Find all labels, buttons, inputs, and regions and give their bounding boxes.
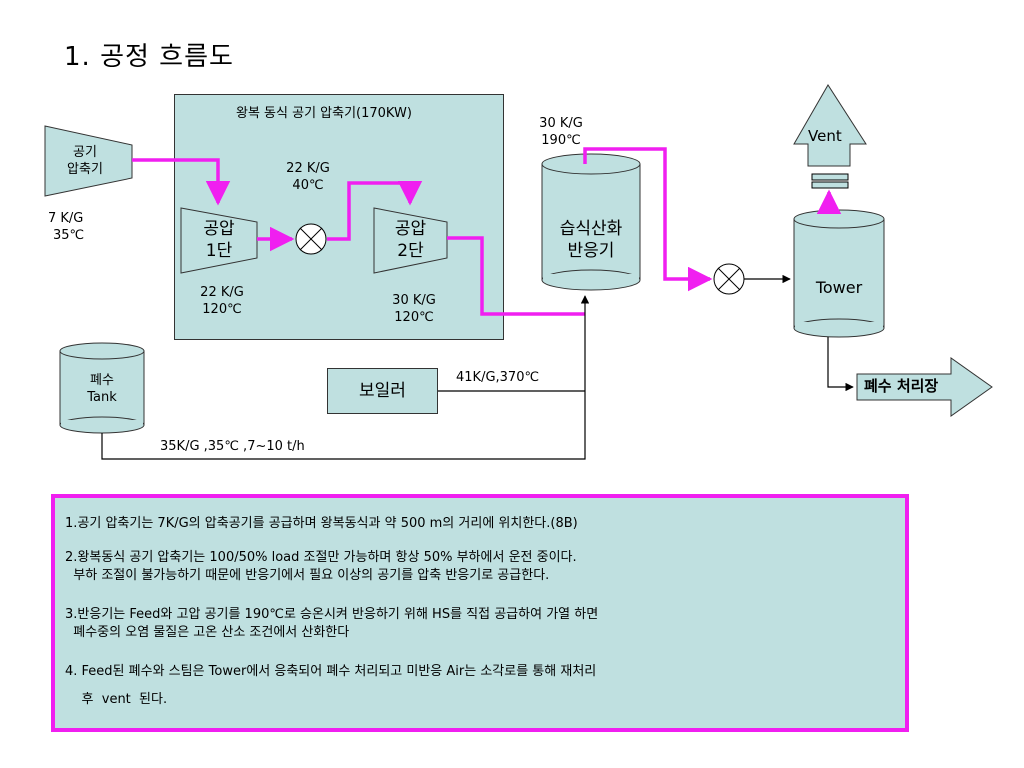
mid-pressure: 22 K/G [286, 161, 330, 176]
feed-line [101, 295, 590, 460]
reactor-outlet-line [583, 147, 713, 292]
reactor-vessel-shape [541, 153, 641, 291]
boiler-condition-label: 41K/G,370℃ [456, 370, 540, 385]
stage2-compressor-shape [373, 207, 448, 274]
wastewater-tank-shape [59, 342, 145, 434]
tower-vessel-shape [793, 209, 885, 338]
reactor-temperature: 190℃ [541, 133, 581, 148]
reactor-pressure: 30 K/G [539, 116, 583, 131]
note-3-line1: 3.반응기는 Feed와 고압 공기를 190℃로 승온시켜 반응하기 위해 H… [65, 607, 599, 622]
air-compressor-label: 공기 압축기 [45, 144, 125, 178]
wastewater-tank-label-line2: Tank [87, 390, 117, 405]
inlet-pressure: 7 K/G [48, 211, 84, 226]
vent-damper-icon [811, 173, 849, 189]
heat-exchanger-1-icon [295, 223, 327, 255]
note-3-line2: 폐수중의 오염 물질은 고온 산소 조건에서 산화한다 [65, 625, 350, 640]
note-4-line1: 4. Feed된 폐수와 스팀은 Tower에서 응축되어 폐수 처리되고 미반… [65, 664, 597, 679]
feed-condition-label: 35K/G ,35℃ ,7~10 t/h [160, 439, 305, 454]
reactor-label: 습식산화 반응기 [542, 218, 640, 262]
stage1-label-line2: 1단 [205, 241, 233, 261]
wastewater-tank-label-line1: 폐수 [90, 373, 114, 388]
mid-condition-label: 22 K/G 40℃ [272, 160, 344, 194]
vent-arrow-shape [793, 84, 867, 167]
compressor-area-label: 왕복 동식 공기 압축기(170KW) [236, 106, 412, 121]
air-line-hx-to-stage2 [327, 180, 423, 241]
stage2-temperature: 120℃ [394, 310, 434, 325]
boiler-box [327, 368, 438, 414]
stage2-label-line2: 2단 [397, 241, 424, 261]
stage2-condition-label: 30 K/G 120℃ [378, 292, 450, 326]
stage1-compressor-shape [180, 207, 258, 274]
stage1-temperature: 120℃ [202, 302, 242, 317]
stage1-label: 공압 1단 [181, 218, 257, 262]
air-line-stage2-to-reactor [447, 236, 585, 316]
stage2-label-line1: 공압 [394, 219, 427, 239]
mid-temperature: 40℃ [292, 178, 324, 193]
stage2-label: 공압 2단 [374, 218, 447, 262]
wastewater-treatment-label: 폐수 처리장 [864, 377, 939, 395]
note-1: 1.공기 압축기는 7K/G의 압축공기를 공급하며 왕복동식과 약 500 m… [65, 516, 578, 531]
air-line-to-stage1 [132, 158, 231, 206]
inlet-temperature: 35℃ [53, 228, 85, 243]
air-compressor-label-line2: 압축기 [67, 162, 103, 177]
notes-panel: 1.공기 압축기는 7K/G의 압축공기를 공급하며 왕복동식과 약 500 m… [51, 494, 909, 732]
tower-label: Tower [815, 278, 863, 297]
reactor-label-line2: 반응기 [567, 241, 615, 261]
air-compressor-shape [44, 125, 133, 197]
stage2-pressure: 30 K/G [392, 293, 436, 308]
reactor-label-line1: 습식산화 [559, 219, 623, 239]
stage1-label-line1: 공압 [203, 219, 235, 239]
wastewater-tank-label: 폐수 Tank [60, 372, 144, 406]
note-2-line2: 부하 조절이 불가능하기 때문에 반응기에서 필요 이상의 공기를 압축 반응기… [65, 568, 550, 583]
stage1-pressure: 22 K/G [200, 285, 244, 300]
page-title: 1. 공정 흐름도 [64, 42, 234, 72]
wastewater-treatment-arrow-shape [856, 357, 993, 417]
vent-label: Vent [808, 127, 842, 145]
reactor-condition-label: 30 K/G 190℃ [530, 115, 592, 149]
note-4-line2: 후 vent 된다. [65, 692, 168, 707]
inlet-condition-label: 7 K/G 35℃ [48, 210, 84, 244]
heat-exchanger-2-icon [713, 263, 745, 295]
tower-to-treatment-line [827, 337, 854, 392]
air-compressor-label-line1: 공기 [73, 145, 97, 160]
boiler-label: 보일러 [359, 381, 406, 401]
stage1-condition-label: 22 K/G 120℃ [186, 284, 258, 318]
note-2-line1: 2.왕복동식 공기 압축기는 100/50% load 조절만 가능하며 항상 … [65, 550, 577, 565]
